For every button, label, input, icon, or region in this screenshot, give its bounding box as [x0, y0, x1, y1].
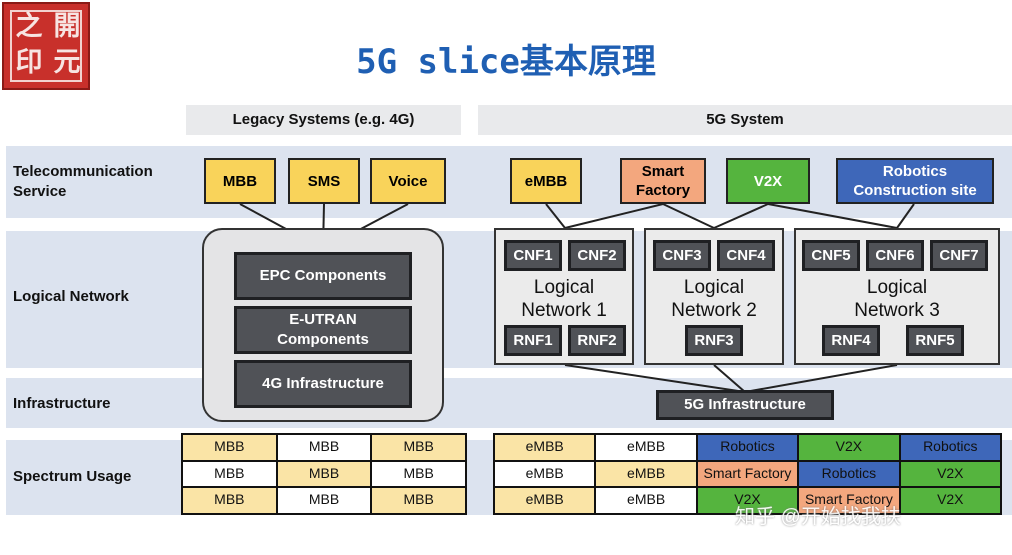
spectrum-cell: Robotics [799, 461, 899, 487]
spectrum-cell: Smart Factory [697, 461, 798, 487]
logo-char: 印 [15, 47, 43, 78]
cnf6-box: CNF6 [866, 240, 924, 271]
spectrum-cell: Robotics [900, 435, 1000, 460]
spectrum-cell: MBB [183, 461, 276, 487]
spectrum-cell: V2X [799, 435, 899, 460]
legacy-spectrum-grid: MBB MBB MBB MBB MBB MBB MBB MBB MBB [181, 433, 467, 515]
epc-components: EPC Components [234, 252, 412, 300]
cnf7-box: CNF7 [930, 240, 988, 271]
watermark: 知乎 @开始找我扶 [735, 506, 901, 528]
spectrum-cell: MBB [277, 461, 371, 487]
rnf1-box: RNF1 [504, 325, 562, 356]
spectrum-cell: Smart Factory [799, 488, 899, 513]
spectrum-cell: V2X [900, 488, 1000, 513]
row-label-infra: Infrastructure [13, 395, 111, 412]
eutran-components: E-UTRAN Components [234, 306, 412, 354]
cnf5-box: CNF5 [802, 240, 860, 271]
row-label-telecom: Telecommunication Service [13, 163, 153, 200]
spectrum-cell: eMBB [495, 488, 595, 513]
logo-char: 之 [15, 11, 43, 42]
logo-char: 開 [53, 11, 81, 42]
rnf5-box: RNF5 [906, 325, 964, 356]
fiveg-header: 5G System [478, 105, 1012, 135]
cnf4-box: CNF4 [717, 240, 775, 271]
band-infra [6, 378, 1012, 428]
cnf2-box: CNF2 [568, 240, 626, 271]
service-voice: Voice [370, 158, 446, 204]
spectrum-cell: MBB [372, 435, 465, 460]
cnf3-box: CNF3 [653, 240, 711, 271]
4g-infrastructure: 4G Infrastructure [234, 360, 412, 408]
5g-infrastructure: 5G Infrastructure [656, 390, 834, 420]
service-robotics: Robotics Construction site [836, 158, 994, 204]
logical-network-2-label: Logical Network 2 [671, 277, 757, 321]
spectrum-cell: eMBB [596, 461, 696, 487]
spectrum-cell: eMBB [495, 435, 595, 460]
spectrum-cell: eMBB [596, 435, 696, 460]
row-label-spectrum: Spectrum Usage [13, 468, 132, 485]
spectrum-cell: V2X [900, 461, 1000, 487]
spectrum-cell: MBB [183, 435, 276, 460]
page-title: 5G slice基本原理 [356, 42, 656, 82]
rnf2-box: RNF2 [568, 325, 626, 356]
spectrum-cell: V2X [697, 488, 798, 513]
spectrum-cell: MBB [277, 435, 371, 460]
fiveg-spectrum-grid: eMBB eMBB Robotics V2X Robotics eMBB eMB… [493, 433, 1002, 515]
spectrum-cell: MBB [277, 488, 371, 513]
legacy-header: Legacy Systems (e.g. 4G) [186, 105, 461, 135]
logical-network-1-label: Logical Network 1 [521, 277, 607, 321]
service-mbb: MBB [204, 158, 276, 204]
service-v2x: V2X [726, 158, 810, 204]
spectrum-cell: Robotics [697, 435, 798, 460]
spectrum-cell: MBB [372, 461, 465, 487]
logical-network-3-label: Logical Network 3 [854, 277, 940, 321]
service-smart-factory: Smart Factory [620, 158, 706, 204]
rnf4-box: RNF4 [822, 325, 880, 356]
service-embb: eMBB [510, 158, 582, 204]
spectrum-cell: MBB [183, 488, 276, 513]
logo-stamp: 之 開 印 元 [2, 2, 90, 90]
service-sms: SMS [288, 158, 360, 204]
spectrum-cell: MBB [372, 488, 465, 513]
spectrum-cell: eMBB [596, 488, 696, 513]
cnf1-box: CNF1 [504, 240, 562, 271]
row-label-logical: Logical Network [13, 288, 129, 305]
spectrum-cell: eMBB [495, 461, 595, 487]
logo-char: 元 [53, 47, 81, 78]
rnf3-box: RNF3 [685, 325, 743, 356]
